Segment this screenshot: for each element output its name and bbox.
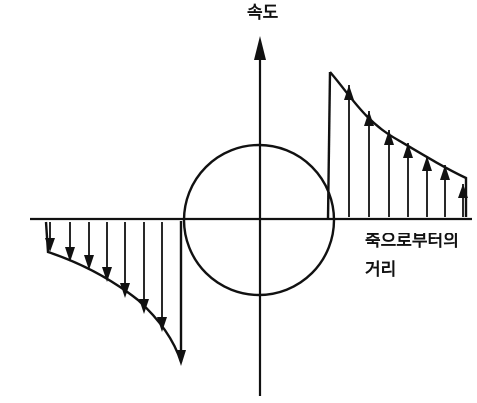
velocity-arrowhead-up [458,184,468,198]
velocity-arrowhead-down [176,350,186,366]
y-axis-arrowhead [254,36,266,60]
negative-profile-curve [44,221,183,363]
profile-edge-right [326,71,332,220]
velocity-arrowhead-up [344,85,354,100]
y-axis-label: 속도 [247,3,279,23]
velocity-arrowhead-up [422,156,432,171]
x-axis-label-line2: 거리 [365,260,397,280]
positive-velocity-arrows [344,85,468,217]
negative-velocity-arrows [45,222,186,366]
cylinder-circle [182,143,336,297]
velocity-arrowhead-down [157,317,167,332]
velocity-arrowhead-down [45,238,55,252]
velocity-arrowhead-down [65,247,75,262]
velocity-arrowhead-down [120,283,130,298]
positive-velocity-profile [326,71,468,220]
velocity-arrowhead-down [84,255,94,270]
x-axis-label-line1: 축으로부터의 [365,233,459,250]
velocity-arrowhead-up [364,111,374,126]
velocity-arrowhead-down [139,299,149,314]
velocity-arrowhead-down [102,267,112,282]
velocity-arrowhead-up [440,165,450,180]
velocity-arrowhead-up [384,130,394,145]
velocity-arrowhead-up [403,143,413,158]
negative-velocity-profile [44,221,186,366]
